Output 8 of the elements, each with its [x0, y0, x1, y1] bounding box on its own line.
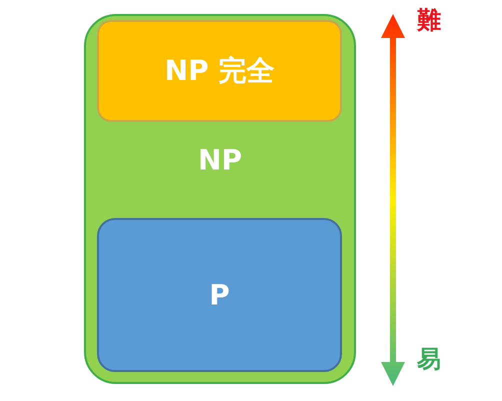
- class-box: [97, 218, 342, 372]
- difficulty-label: 易: [417, 344, 441, 375]
- class-box: [97, 20, 342, 122]
- class-label: P: [209, 278, 230, 312]
- set-region: [84, 14, 356, 384]
- class-label: NP: [198, 144, 242, 176]
- class-label: NP 完全: [164, 53, 274, 89]
- difficulty-label: 難: [417, 5, 441, 36]
